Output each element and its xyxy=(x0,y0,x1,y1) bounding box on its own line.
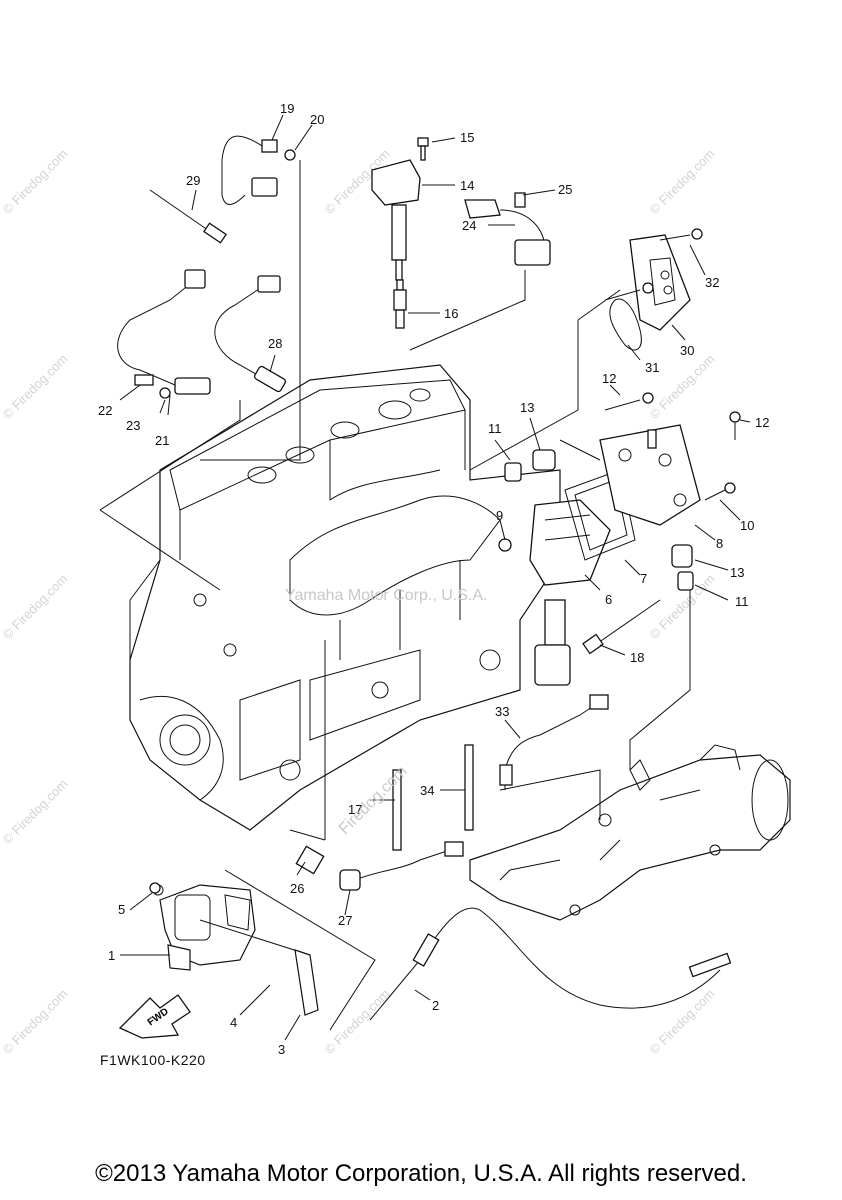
spark-plug xyxy=(393,279,407,329)
throttle-body xyxy=(152,884,319,1016)
callout-7: 7 xyxy=(640,571,647,586)
svg-text:© Firedog.com: © Firedog.com xyxy=(0,776,71,847)
callout-28: 28 xyxy=(268,336,282,351)
sensor-21-harness xyxy=(117,269,211,399)
callout-18: 18 xyxy=(630,650,644,665)
fwd-arrow-icon: FWD xyxy=(118,994,191,1039)
callout-14: 14 xyxy=(460,178,474,193)
callout-31: 31 xyxy=(645,360,659,375)
engine-block xyxy=(129,364,561,831)
leader-lines xyxy=(99,160,691,1031)
watermark-center: Yamaha Motor Corp., U.S.A. xyxy=(285,587,487,604)
sensor-27-harness xyxy=(339,841,464,891)
callout-32: 32 xyxy=(705,275,719,290)
sensor-28-harness xyxy=(214,275,287,393)
sensor-24 xyxy=(464,192,551,266)
callout-33: 33 xyxy=(495,704,509,719)
callout-12a: 12 xyxy=(602,371,616,386)
callout-13b: 13 xyxy=(730,565,744,580)
callout-11a: 11 xyxy=(488,421,502,436)
callout-leaders xyxy=(119,114,751,1041)
callout-5: 5 xyxy=(118,902,125,917)
sensor-19-harness xyxy=(221,135,296,205)
gasket-7 xyxy=(564,469,636,561)
sensor-26 xyxy=(295,845,325,875)
svg-text:© Firedog.com: © Firedog.com xyxy=(647,146,718,217)
callout-3: 3 xyxy=(278,1042,285,1057)
ecu-6 xyxy=(529,499,611,686)
grommet-13b xyxy=(671,544,693,568)
svg-text:© Firedog.com: © Firedog.com xyxy=(0,146,71,217)
callout-34: 34 xyxy=(420,783,434,798)
sensor-18 xyxy=(582,599,661,655)
cover-30 xyxy=(629,234,691,331)
svg-text:© Firedog.com: © Firedog.com xyxy=(322,986,393,1057)
callout-13a: 13 xyxy=(520,400,534,415)
callout-9: 9 xyxy=(496,508,503,523)
gasket-31 xyxy=(609,298,642,351)
bracket-8 xyxy=(599,424,701,526)
cable-tie-34 xyxy=(464,744,474,831)
callout-15: 15 xyxy=(460,130,474,145)
svg-text:© Firedog.com: © Firedog.com xyxy=(0,571,71,642)
callout-23: 23 xyxy=(126,418,140,433)
svg-text:© Firedog.com: © Firedog.com xyxy=(0,351,71,422)
callout-4: 4 xyxy=(230,1015,237,1030)
callout-21: 21 xyxy=(155,433,169,448)
callout-27: 27 xyxy=(338,913,352,928)
copyright-text: ©2013 Yamaha Motor Corporation, U.S.A. A… xyxy=(95,1160,747,1187)
exhaust-manifold xyxy=(469,744,791,921)
cable-tie-17 xyxy=(392,769,402,851)
callout-17: 17 xyxy=(348,802,362,817)
sensor-29 xyxy=(149,189,227,244)
callout-20: 20 xyxy=(310,112,324,127)
callout-8: 8 xyxy=(716,536,723,551)
callout-30: 30 xyxy=(680,343,694,358)
callout-6: 6 xyxy=(605,592,612,607)
callout-1: 1 xyxy=(108,948,115,963)
sensor-33-harness xyxy=(499,694,609,790)
svg-text:© Firedog.com: © Firedog.com xyxy=(0,986,71,1057)
callout-labels: 1 2 3 4 5 6 7 8 9 10 11 11 12 12 13 13 1… xyxy=(98,101,769,1057)
callout-12b: 12 xyxy=(755,415,769,430)
callout-29: 29 xyxy=(186,173,200,188)
part-code: F1WK100-K220 xyxy=(100,1052,206,1068)
ignition-coil xyxy=(371,159,421,281)
collar-11a xyxy=(504,462,522,482)
callout-16: 16 xyxy=(444,306,458,321)
grommet-13a xyxy=(532,449,556,471)
callout-25: 25 xyxy=(558,182,572,197)
throttle-cable-2 xyxy=(369,907,732,1021)
callout-2: 2 xyxy=(432,998,439,1013)
callout-26: 26 xyxy=(290,881,304,896)
callout-24: 24 xyxy=(462,218,476,233)
bolt-15 xyxy=(417,137,429,161)
callout-10: 10 xyxy=(740,518,754,533)
callout-22: 22 xyxy=(98,403,112,418)
bolts xyxy=(149,228,741,894)
collar-11b xyxy=(677,571,694,591)
callout-19: 19 xyxy=(280,101,294,116)
callout-11b: 11 xyxy=(735,594,749,609)
